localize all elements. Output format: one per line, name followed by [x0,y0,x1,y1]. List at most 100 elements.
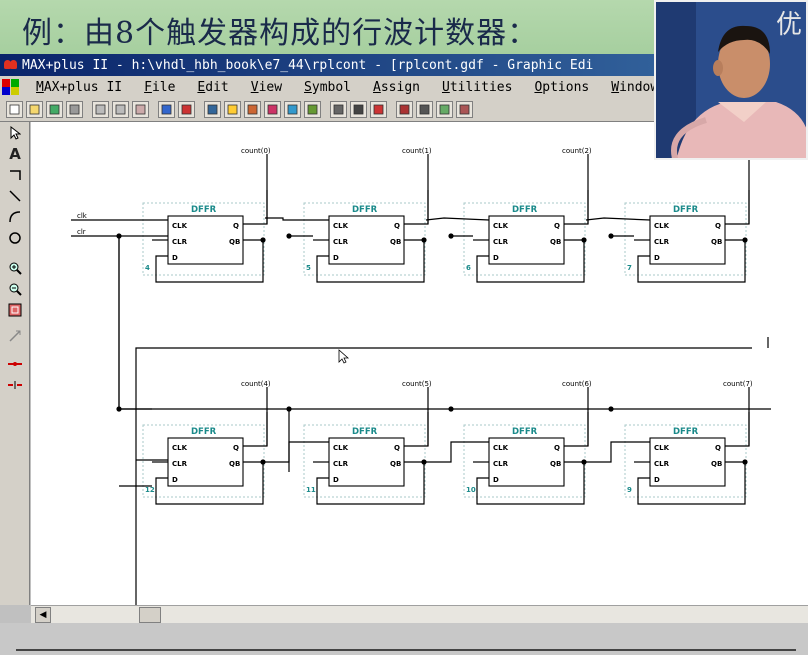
scroll-left-icon[interactable]: ◀ [35,607,51,623]
feedback-wire [316,461,425,505]
pin-clr-label: CLR [333,460,349,468]
save-icon[interactable] [46,101,63,118]
copy-icon[interactable] [112,101,129,118]
junction-dot [742,459,748,465]
clk-chain2 [586,441,650,463]
find-icon[interactable] [330,101,347,118]
pin-qb-label: QB [711,460,722,468]
project-icon[interactable] [350,101,367,118]
pin-d-label: D [333,476,339,484]
arc-icon[interactable] [4,207,26,227]
menu-maxplus[interactable]: MAX+plus II [36,79,123,95]
menu-file[interactable]: File [144,79,176,95]
print-icon[interactable] [66,101,83,118]
pin-d-label: D [654,254,660,262]
q-output-wire [564,190,589,225]
junction-dot [116,406,122,412]
circle-icon[interactable] [4,228,26,248]
menu-view[interactable]: View [250,79,283,95]
program-icon[interactable] [284,101,301,118]
instance-id: 11 [306,486,316,494]
scroll-thumb[interactable] [139,607,161,623]
compile-icon[interactable] [224,101,241,118]
open-icon[interactable] [26,101,43,118]
menu-symbol[interactable]: Symbol [304,79,352,95]
menu-options[interactable]: Options [534,79,590,95]
connect-icon[interactable] [4,354,26,374]
clk-chain [265,217,329,221]
junction-dot [608,406,614,412]
instance-id: 6 [466,264,471,272]
q-output-wire [243,412,268,447]
clk-chain2 [426,441,489,463]
count-label: count(2) [562,147,592,155]
timing-analyzer-icon[interactable] [436,101,453,118]
simulate-icon[interactable] [244,101,261,118]
fit-window-icon[interactable] [4,300,26,320]
row-link-bus [135,347,752,605]
status-area [0,623,808,655]
q-output-wire [404,190,429,225]
save-check-icon[interactable] [370,101,387,118]
pin-q-label: Q [715,222,721,230]
mouse-cursor-icon [338,349,350,364]
hierarchy-up-icon[interactable] [204,101,221,118]
count-label: count(7) [723,380,753,388]
menu-window[interactable]: Window [611,79,659,95]
select-arrow-icon[interactable] [4,123,26,143]
instance-id: 9 [627,486,632,494]
pin-clk-label: CLK [172,222,188,230]
feedback-wire [155,461,264,505]
undo-icon[interactable] [158,101,175,118]
menu-bar: MAX+plus II File Edit View Symbol Assign… [0,76,808,98]
disconnect-icon[interactable] [4,375,26,395]
dffr-block [488,215,565,265]
q-output-wire [404,412,429,447]
junction-dot [742,237,748,243]
new-icon[interactable] [6,101,23,118]
dffr-title: DFFR [191,205,217,215]
pin-clk-label: CLK [493,444,509,452]
dffr-block [328,215,405,265]
rubberband-icon[interactable] [4,326,26,346]
pin-q-label: Q [554,222,560,230]
compiler-icon[interactable] [396,101,413,118]
timing-icon[interactable] [264,101,281,118]
paste-icon[interactable] [132,101,149,118]
pin-clr-label: CLR [654,460,670,468]
q-output-wire [725,412,750,447]
window-titlebar[interactable]: MAX+plus II - h:\vhdl_hbh_book\e7_44\rpl… [0,54,808,76]
dffr-title: DFFR [673,205,699,215]
zoom-out-icon[interactable] [4,279,26,299]
dffr-block [649,437,726,487]
feedback-wire [316,239,425,283]
diagonal-line-icon[interactable] [4,186,26,206]
feedback-wire [637,461,746,505]
zoom-in-icon[interactable] [4,258,26,278]
help-icon[interactable] [178,101,195,118]
doc-menu-icon[interactable] [2,79,28,95]
count-label: count(4) [241,380,271,388]
programmer-icon[interactable] [456,101,473,118]
floorplan-icon[interactable] [304,101,321,118]
clk-chain [585,217,651,221]
feedback-wire [476,461,585,505]
cut-icon[interactable] [92,101,109,118]
junction-dot [421,237,427,243]
orthogonal-line-icon[interactable] [4,165,26,185]
window-title: MAX+plus II - h:\vhdl_hbh_book\e7_44\rpl… [22,57,594,73]
text-tool-icon[interactable]: A [9,145,21,163]
instance-id: 7 [627,264,632,272]
feedback-wire [476,239,585,283]
menu-edit[interactable]: Edit [197,79,229,95]
count-label: count(5) [402,380,432,388]
junction-dot [448,406,454,412]
menu-assign[interactable]: Assign [373,79,420,95]
pin-q-label: Q [715,444,721,452]
simulator-icon[interactable] [416,101,433,118]
menu-utilities[interactable]: Utilities [441,79,513,95]
horizontal-scrollbar[interactable]: ◀ [31,605,808,623]
pin-clk-label: CLK [333,222,349,230]
pin-clk-label: CLK [654,222,670,230]
